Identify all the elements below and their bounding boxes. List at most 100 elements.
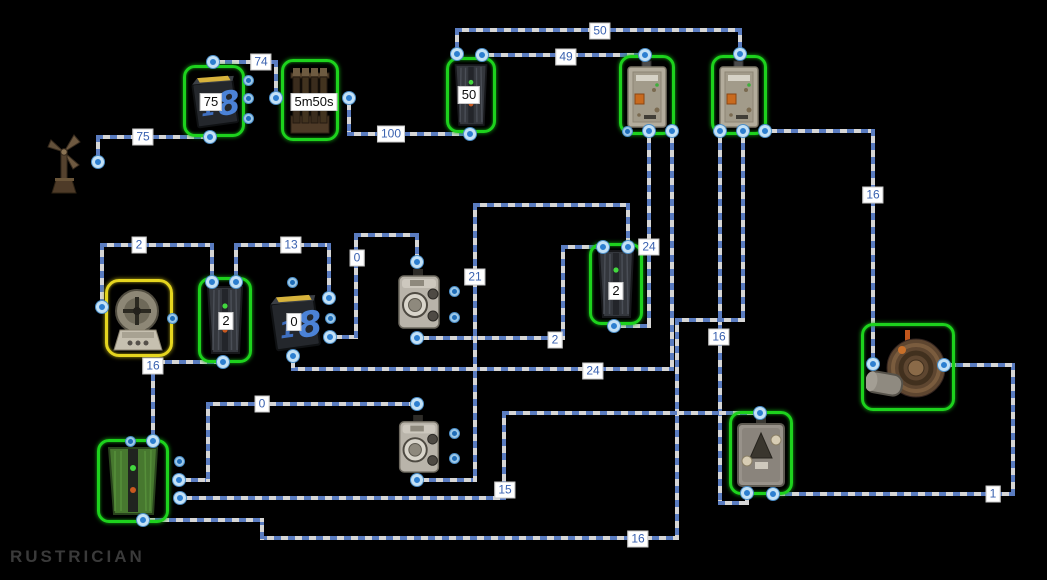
wire-0-seg[interactable]	[206, 402, 210, 482]
unconnected-port[interactable]	[125, 436, 135, 446]
wire-node[interactable]	[324, 331, 336, 343]
wire-24-seg[interactable]	[612, 324, 651, 328]
wire-16-seg[interactable]	[741, 129, 745, 322]
wire-50-seg[interactable]	[455, 28, 459, 56]
wire-100-seg[interactable]	[347, 96, 351, 136]
splitter-right[interactable]	[716, 60, 762, 130]
wire-0-seg[interactable]	[354, 233, 358, 339]
wire-0-seg[interactable]	[328, 335, 358, 339]
unconnected-port[interactable]	[622, 126, 632, 136]
unconnected-port[interactable]	[287, 277, 297, 287]
wire-16-seg[interactable]	[675, 318, 745, 322]
wire-node[interactable]	[464, 128, 476, 140]
wire-node[interactable]	[411, 332, 423, 344]
wind-turbine[interactable]	[46, 132, 82, 194]
wire-node[interactable]	[411, 474, 423, 486]
wire-node[interactable]	[666, 125, 678, 137]
wire-node[interactable]	[411, 398, 423, 410]
unconnected-port[interactable]	[449, 453, 459, 463]
wire-node[interactable]	[207, 56, 219, 68]
wire-0-seg[interactable]	[177, 478, 210, 482]
wire-74-seg[interactable]	[211, 60, 278, 64]
wire-node[interactable]	[734, 48, 746, 60]
wire-2-seg[interactable]	[561, 245, 605, 249]
timer-lower[interactable]	[396, 414, 442, 474]
wire-16-seg[interactable]	[718, 501, 749, 505]
wire-2-seg[interactable]	[415, 336, 565, 340]
wire-node[interactable]	[92, 156, 104, 168]
wire-node[interactable]	[217, 356, 229, 368]
timer-upper[interactable]	[396, 268, 442, 330]
wire-1-seg[interactable]	[1011, 363, 1015, 496]
wire-node[interactable]	[174, 492, 186, 504]
wire-node[interactable]	[287, 350, 299, 362]
wire-0-seg[interactable]	[415, 233, 419, 264]
wire-75-seg[interactable]	[96, 135, 100, 164]
wire-node[interactable]	[767, 488, 779, 500]
wire-2-seg[interactable]	[210, 243, 214, 284]
wire-2-seg[interactable]	[100, 243, 104, 309]
unconnected-port[interactable]	[243, 113, 253, 123]
unconnected-port[interactable]	[243, 93, 253, 103]
wire-21-seg[interactable]	[473, 203, 477, 482]
wire-node[interactable]	[737, 125, 749, 137]
wire-16-seg[interactable]	[871, 129, 875, 366]
wire-74-seg[interactable]	[274, 60, 278, 100]
memory-cell[interactable]	[102, 444, 164, 518]
wire-node[interactable]	[938, 359, 950, 371]
wire-15-seg[interactable]	[502, 411, 762, 415]
wire-24-seg[interactable]	[291, 354, 295, 371]
wire-100-seg[interactable]	[347, 132, 472, 136]
wire-node[interactable]	[137, 514, 149, 526]
unconnected-port[interactable]	[449, 428, 459, 438]
wire-node[interactable]	[343, 92, 355, 104]
wire-13-seg[interactable]	[234, 243, 238, 284]
unconnected-port[interactable]	[449, 286, 459, 296]
wire-15-seg[interactable]	[178, 496, 506, 500]
wire-node[interactable]	[714, 125, 726, 137]
unconnected-port[interactable]	[449, 312, 459, 322]
wire-node[interactable]	[270, 92, 282, 104]
wire-50-seg[interactable]	[738, 28, 742, 56]
wire-15-seg[interactable]	[502, 411, 506, 500]
wire-node[interactable]	[451, 48, 463, 60]
wire-75-seg[interactable]	[96, 135, 212, 139]
wire-node[interactable]	[597, 241, 609, 253]
wire-16-seg[interactable]	[141, 518, 264, 522]
wire-21-seg[interactable]	[626, 203, 630, 249]
blocker[interactable]	[734, 416, 788, 490]
wire-node[interactable]	[476, 49, 488, 61]
wire-node[interactable]	[608, 320, 620, 332]
wire-node[interactable]	[411, 256, 423, 268]
wire-node[interactable]	[639, 49, 651, 61]
wire-24-seg[interactable]	[291, 367, 674, 371]
wire-16-seg[interactable]	[151, 360, 225, 364]
wire-24-seg[interactable]	[647, 129, 651, 328]
wire-node[interactable]	[323, 292, 335, 304]
wire-node[interactable]	[643, 125, 655, 137]
wire-16-seg[interactable]	[260, 518, 264, 540]
wire-21-seg[interactable]	[473, 203, 630, 207]
wire-2-seg[interactable]	[561, 245, 565, 340]
wire-2-seg[interactable]	[100, 243, 214, 247]
wire-16-seg[interactable]	[151, 360, 155, 443]
wire-1-seg[interactable]	[942, 363, 1015, 367]
audio-alarm[interactable]	[110, 284, 168, 352]
wire-1-seg[interactable]	[771, 492, 1015, 496]
unconnected-port[interactable]	[243, 75, 253, 85]
wire-21-seg[interactable]	[415, 478, 477, 482]
wire-node[interactable]	[147, 435, 159, 447]
wire-24-seg[interactable]	[670, 129, 674, 371]
wire-node[interactable]	[741, 487, 753, 499]
igniter[interactable]	[866, 328, 950, 406]
wire-node[interactable]	[230, 276, 242, 288]
unconnected-port[interactable]	[167, 313, 177, 323]
wire-0-seg[interactable]	[206, 402, 419, 406]
wire-node[interactable]	[96, 301, 108, 313]
wire-node[interactable]	[204, 131, 216, 143]
unconnected-port[interactable]	[325, 313, 335, 323]
wire-16-seg[interactable]	[675, 318, 679, 540]
wire-node[interactable]	[754, 407, 766, 419]
wire-node[interactable]	[622, 241, 634, 253]
